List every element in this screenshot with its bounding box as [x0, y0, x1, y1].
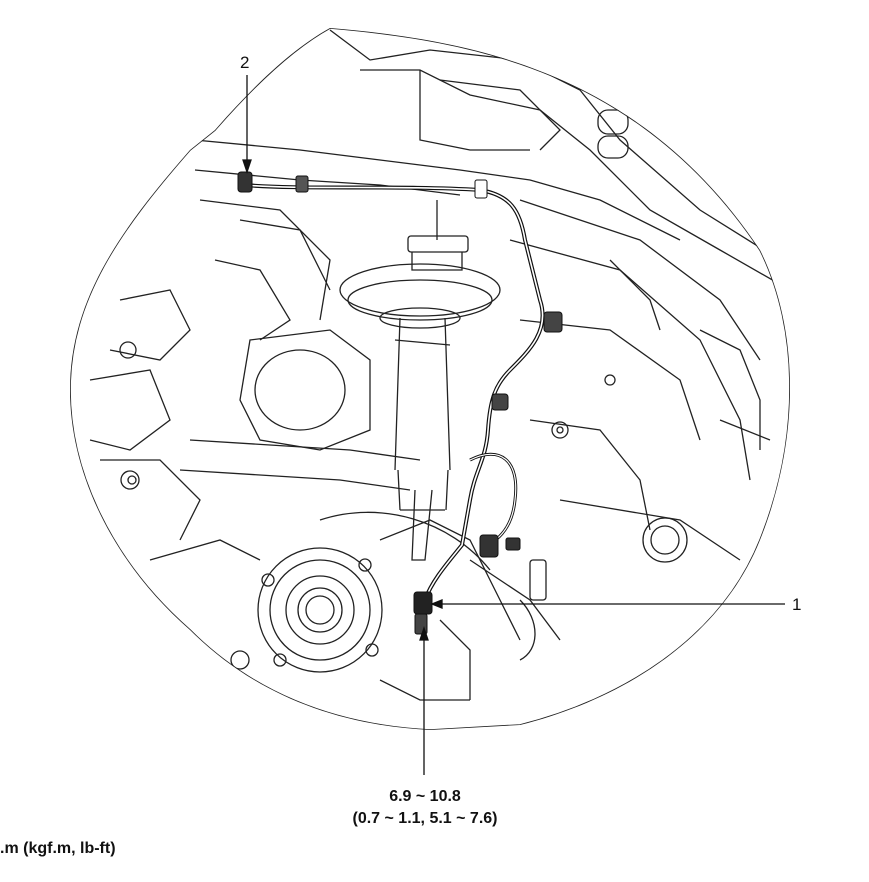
strut-assembly	[339, 200, 501, 561]
torque-spec: 6.9 ~ 10.8 (0.7 ~ 1.1, 5.1 ~ 7.6)	[310, 786, 540, 829]
torque-value-nm: 6.9 ~ 10.8	[389, 788, 461, 805]
callout-label-1: 1	[792, 595, 802, 614]
torque-unit-note: .m (kgf.m, lb-ft)	[0, 840, 116, 857]
wheel-speed-sensor	[413, 591, 433, 635]
sensor-harness	[237, 171, 563, 635]
callout-label-2: 2	[240, 53, 250, 72]
leader-lines	[242, 75, 785, 775]
torque-value-kgfm-lbft: (0.7 ~ 1.1, 5.1 ~ 7.6)	[352, 809, 498, 827]
vehicle-body-outline	[70, 28, 790, 730]
wheel-hub	[230, 511, 561, 701]
